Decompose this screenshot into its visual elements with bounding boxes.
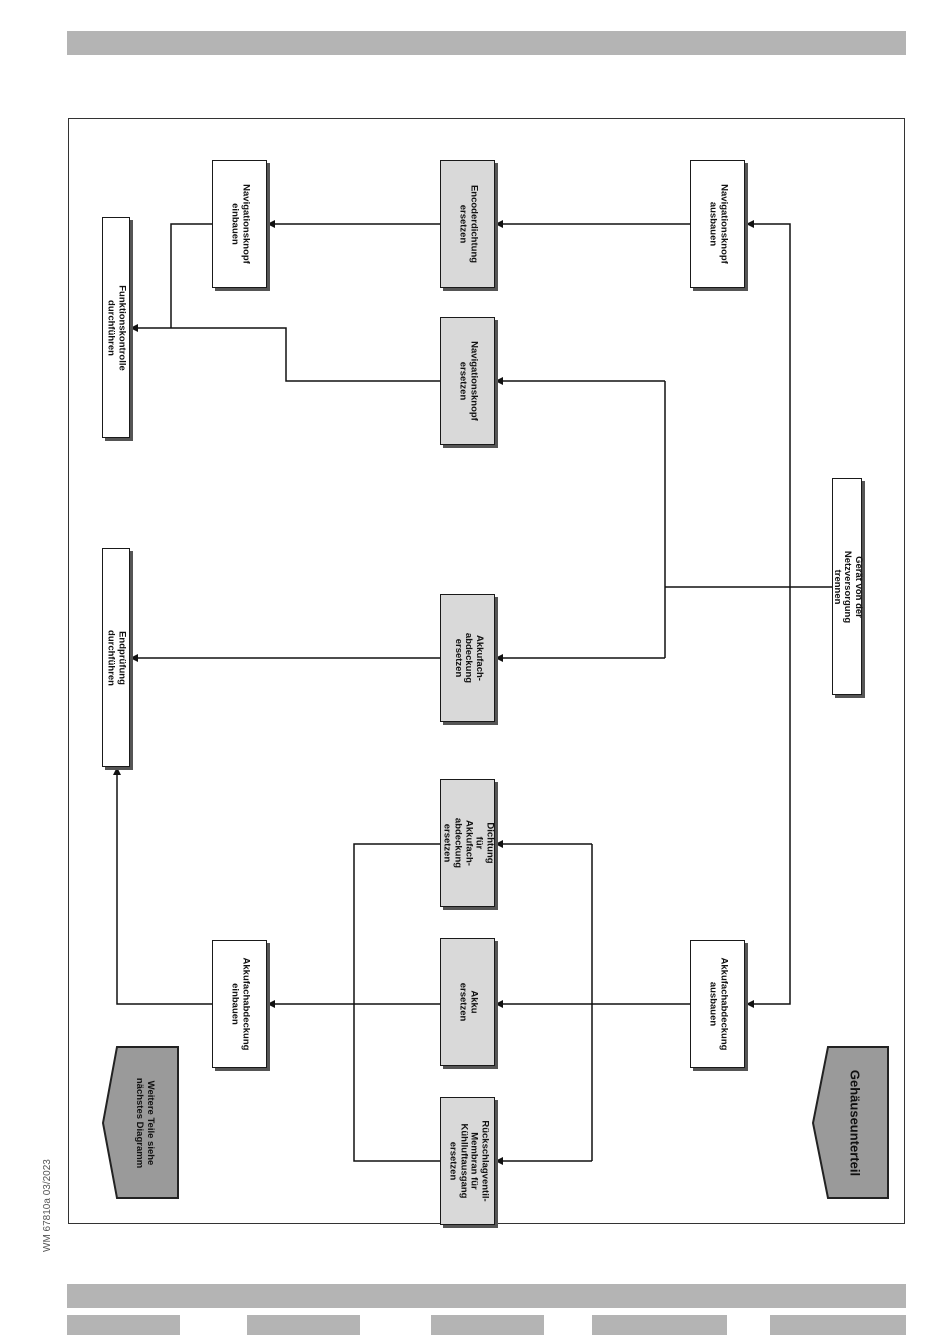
- footer-tab: [770, 1315, 906, 1335]
- diagram-title: Gehäuseunterteil: [847, 1069, 863, 1177]
- step-check-valve: Rückschlagventil- Membran für Kühlluftau…: [440, 1097, 495, 1225]
- step-battery-seal: Dichtung für Akkufach- abdeckung ersetze…: [440, 779, 495, 907]
- continuation-note: Weitere Teile siehe nächstes Diagramm: [134, 1077, 156, 1169]
- step-battery-cover-install: Akkufachabdeckung einbauen: [212, 940, 267, 1068]
- step-function-check: Funktionskontrolle durchführen: [102, 217, 130, 438]
- footer-tab: [592, 1315, 727, 1335]
- continuation-shape: [101, 1046, 179, 1199]
- step-final-test: Endprüfung durchführen: [102, 548, 130, 767]
- connector: [746, 587, 791, 1008]
- connector: [130, 324, 440, 382]
- connector: [113, 767, 212, 1005]
- title-shape: [811, 1046, 889, 1199]
- step-disconnect: Gerät von der Netzversorgung trennen: [832, 478, 864, 695]
- step-battery-cover-replace: Akkufach- abdeckung ersetzen: [440, 594, 495, 722]
- step-encoder-seal: Encoderdichtung ersetzen: [440, 160, 495, 288]
- header-bar: [67, 31, 906, 55]
- footer-tab: [67, 1315, 180, 1335]
- step-battery-cover-remove: Akkufachabdeckung ausbauen: [690, 940, 745, 1068]
- step-nav-knob-replace: Navigationsknopf ersetzen: [440, 317, 495, 445]
- connector: [170, 223, 212, 328]
- footer-bar: [67, 1284, 906, 1308]
- connector: [353, 843, 440, 1162]
- step-nav-knob-install: Navigationsknopf einbauen: [212, 160, 267, 288]
- step-battery-replace: Akku ersetzen: [440, 938, 495, 1066]
- footer-tab: [431, 1315, 544, 1335]
- step-nav-knob-remove: Navigationsknopf ausbauen: [690, 160, 745, 288]
- footer-tab: [247, 1315, 360, 1335]
- connector: [746, 220, 832, 588]
